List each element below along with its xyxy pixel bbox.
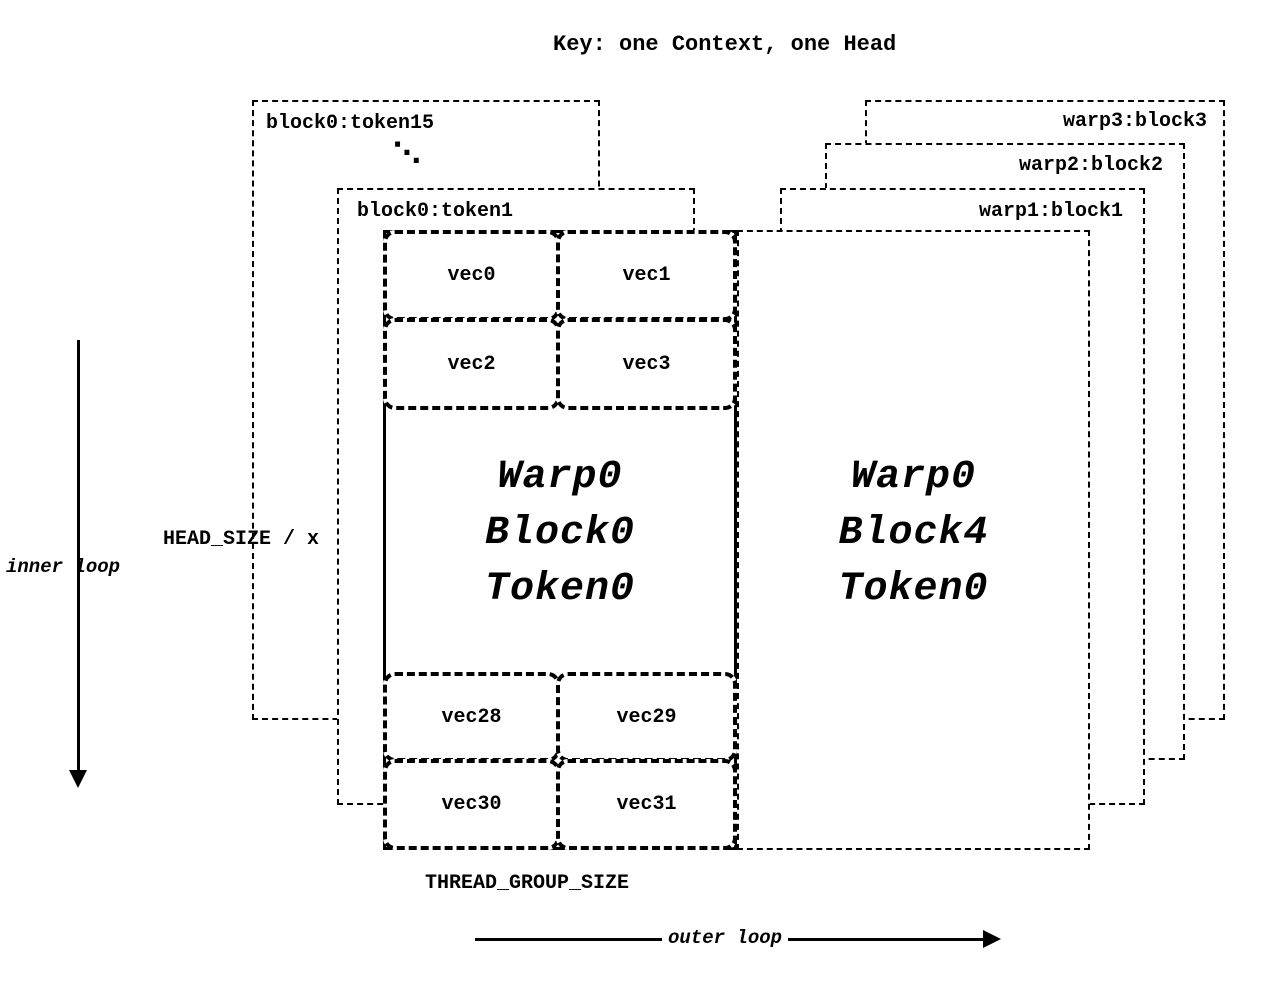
- warp0-block0-line2: Block0: [484, 511, 636, 556]
- vec3-cell: vec3: [556, 318, 737, 410]
- vec29-cell: vec29: [556, 672, 737, 762]
- vec2-cell: vec2: [383, 318, 560, 410]
- key-block0-token1-label: block0:token1: [357, 200, 514, 223]
- inner-loop-arrowhead-icon: [69, 770, 87, 788]
- warp0-block4-line3: Token0: [838, 567, 989, 612]
- outer-loop-label: outer loop: [662, 927, 789, 949]
- vec31-cell: vec31: [556, 759, 737, 850]
- inner-loop-label: inner loop: [6, 556, 121, 578]
- warp0-block4-line1: Warp0: [850, 455, 977, 500]
- warp0-block4-token0-box: [737, 230, 1090, 850]
- inner-loop-arrow-line: [77, 340, 80, 772]
- warp0-block0-line3: Token0: [484, 567, 636, 612]
- warp1-block1-label: warp1:block1: [978, 200, 1123, 223]
- thread-group-size-label: THREAD_GROUP_SIZE: [425, 872, 630, 895]
- warp0-block0-line1: Warp0: [497, 455, 623, 500]
- vec30-cell: vec30: [383, 759, 560, 850]
- outer-loop-arrowhead-icon: [983, 930, 1001, 948]
- warp0-block0-token0-text: Warp0 Block0 Token0: [383, 450, 737, 618]
- diagram-title: Key: one Context, one Head: [553, 32, 897, 57]
- vec0-cell: vec0: [383, 230, 560, 321]
- warp0-block4-token0-text: Warp0 Block4 Token0: [737, 450, 1090, 618]
- vec28-cell: vec28: [383, 672, 560, 762]
- key-block0-token15-label: block0:token15: [266, 112, 435, 135]
- warp3-block3-label: warp3:block3: [1062, 110, 1207, 133]
- vec1-cell: vec1: [556, 230, 737, 321]
- warp0-block4-line2: Block4: [838, 511, 989, 556]
- warp2-block2-label: warp2:block2: [1018, 154, 1163, 177]
- ellipsis-dots: ⋱: [393, 136, 421, 169]
- head-size-label: HEAD_SIZE / x: [163, 528, 320, 551]
